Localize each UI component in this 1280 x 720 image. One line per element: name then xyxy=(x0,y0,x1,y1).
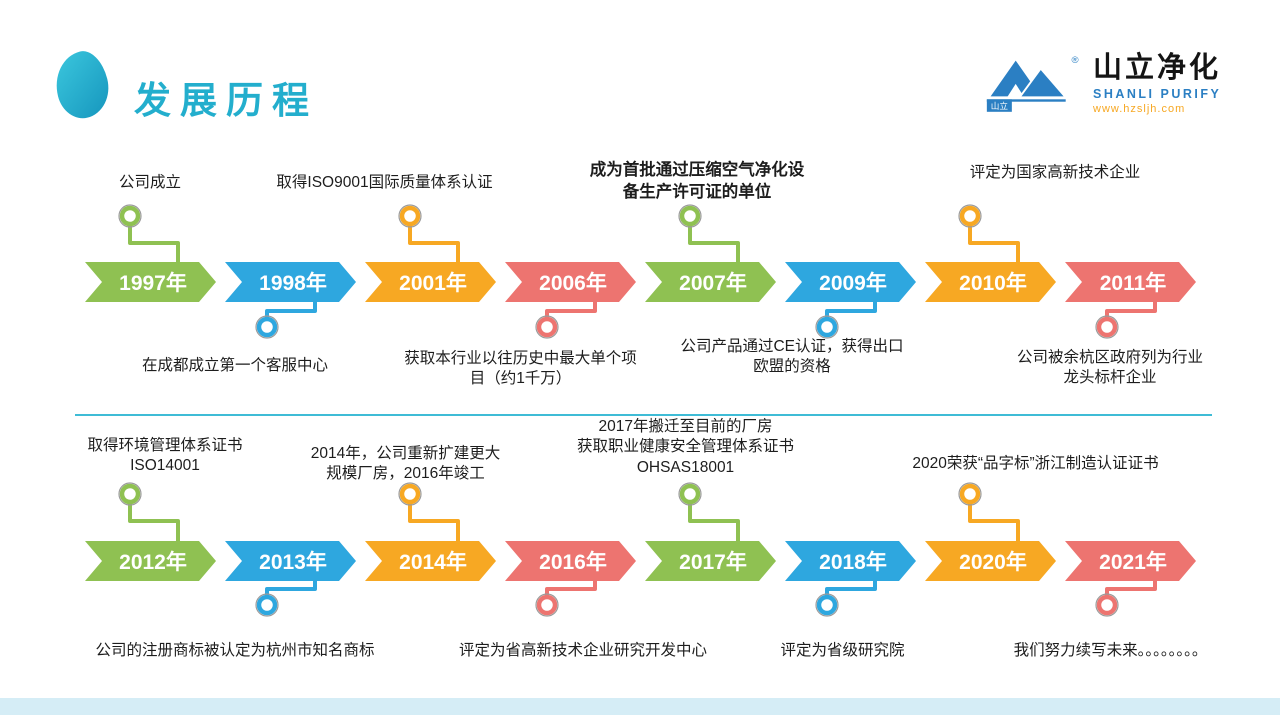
marker-2006 xyxy=(535,298,597,339)
milestone-arrow-2006: 2006年 xyxy=(505,262,636,302)
marker-2013 xyxy=(255,577,317,617)
marker-2011 xyxy=(1095,298,1157,339)
milestone-arrow-2011: 2011年 xyxy=(1065,262,1196,302)
marker-2014 xyxy=(398,482,460,545)
logo-name-cn: 山立净化 xyxy=(1093,52,1222,84)
year-label: 2017年 xyxy=(679,551,747,574)
year-label: 2014年 xyxy=(399,551,467,574)
milestone-note-2001: 取得ISO9001国际质量体系认证 xyxy=(276,174,493,191)
page-title: 发展历程 xyxy=(134,80,318,121)
milestone-arrow-1997: 1997年 xyxy=(85,262,216,302)
logo-chip-label: 山立 xyxy=(991,100,1009,111)
rows-divider xyxy=(75,414,1212,416)
milestone-arrow-2001: 2001年 xyxy=(365,262,496,302)
marker-1998 xyxy=(255,298,317,339)
year-label: 2012年 xyxy=(119,551,187,574)
marker-2010 xyxy=(958,204,1020,266)
year-label: 2006年 xyxy=(539,272,607,295)
milestone-note-2007: 成为首批通过压缩空气净化设 备生产许可证的单位 xyxy=(589,161,805,201)
timeline-row-2: 2012年 2013年 2014年 2016年 2017年 2018年 2020… xyxy=(0,541,1280,581)
year-label: 1998年 xyxy=(259,272,327,295)
milestone-arrow-2007: 2007年 xyxy=(645,262,776,302)
marker-2021 xyxy=(1095,577,1157,617)
milestone-arrow-2016: 2016年 xyxy=(505,541,636,581)
year-label: 2020年 xyxy=(959,551,1027,574)
milestone-note-2010: 评定为国家高新技术企业 xyxy=(969,164,1141,181)
registered-mark: ® xyxy=(1071,55,1078,66)
milestone-note-2018: 评定为省级研究院 xyxy=(780,642,905,659)
milestone-note-2009: 公司产品通过CE认证，获得出口 欧盟的资格 xyxy=(680,338,904,376)
year-label: 2016年 xyxy=(539,551,607,574)
timeline-row-1: 1997年 1998年 2001年 2006年 2007年 2009年 2010… xyxy=(0,262,1280,302)
year-label: 2021年 xyxy=(1099,551,1167,574)
marker-2009 xyxy=(815,298,877,339)
milestone-arrow-2014: 2014年 xyxy=(365,541,496,581)
year-label: 2009年 xyxy=(819,272,887,295)
year-label: 2018年 xyxy=(819,551,887,574)
milestone-arrow-2009: 2009年 xyxy=(785,262,916,302)
marker-2012 xyxy=(118,482,180,545)
milestone-note-2016: 评定为省高新技术企业研究开发中心 xyxy=(458,642,707,659)
milestone-note-2017: 2017年搬迁至目前的厂房 获取职业健康安全管理体系证书 OHSAS18001 xyxy=(576,418,794,476)
milestone-arrow-2020: 2020年 xyxy=(925,541,1056,581)
milestone-note-2013: 公司的注册商标被认定为杭州市知名商标 xyxy=(95,642,375,659)
marker-2018 xyxy=(815,577,877,617)
year-label: 2013年 xyxy=(259,551,327,574)
footer-accent-bar xyxy=(0,698,1280,715)
milestone-arrow-2013: 2013年 xyxy=(225,541,356,581)
milestone-arrow-2012: 2012年 xyxy=(85,541,216,581)
logo-website: www.hzsljh.com xyxy=(1093,103,1186,115)
company-logo: 山立 ® 山立净化 SHANLI PURIFY www.hzsljh.com xyxy=(983,50,1221,115)
milestone-arrow-2021: 2021年 xyxy=(1065,541,1196,581)
mountain-logo-icon: 山立 ® xyxy=(986,55,1079,112)
milestone-note-2006: 获取本行业以往历史中最大单个项 目（约1千万） xyxy=(404,350,637,388)
milestone-arrow-2010: 2010年 xyxy=(925,262,1056,302)
marker-2007 xyxy=(678,204,740,266)
milestone-note-2012: 取得环境管理体系证书 ISO14001 xyxy=(87,437,243,475)
year-label: 1997年 xyxy=(119,272,187,295)
milestone-note-2011: 公司被余杭区政府列为行业 龙头标杆企业 xyxy=(1016,349,1203,387)
marker-2020 xyxy=(958,482,1020,545)
marker-2016 xyxy=(535,577,597,617)
marker-2001 xyxy=(398,204,460,266)
milestone-note-1998: 在成都成立第一个客服中心 xyxy=(141,357,328,374)
marker-1997 xyxy=(118,204,180,266)
title-accent-blob xyxy=(48,46,116,124)
milestone-note-1997: 公司成立 xyxy=(118,174,181,191)
milestone-note-2014: 2014年，公司重新扩建更大 规模厂房，2016年竣工 xyxy=(310,445,501,483)
milestone-arrow-2017: 2017年 xyxy=(645,541,776,581)
logo-name-en: SHANLI PURIFY xyxy=(1093,87,1222,101)
milestone-arrow-2018: 2018年 xyxy=(785,541,916,581)
year-label: 2007年 xyxy=(679,272,747,295)
year-label: 2011年 xyxy=(1099,272,1167,295)
year-label: 2001年 xyxy=(399,272,467,295)
year-label: 2010年 xyxy=(959,272,1027,295)
marker-2017 xyxy=(678,482,740,545)
milestone-note-2021: 我们努力续写未来。。。。。。。。 xyxy=(1013,642,1208,659)
milestone-arrow-1998: 1998年 xyxy=(225,262,356,302)
milestone-note-2020: 2020荣获“品字标”浙江制造认证证书 xyxy=(912,455,1159,472)
